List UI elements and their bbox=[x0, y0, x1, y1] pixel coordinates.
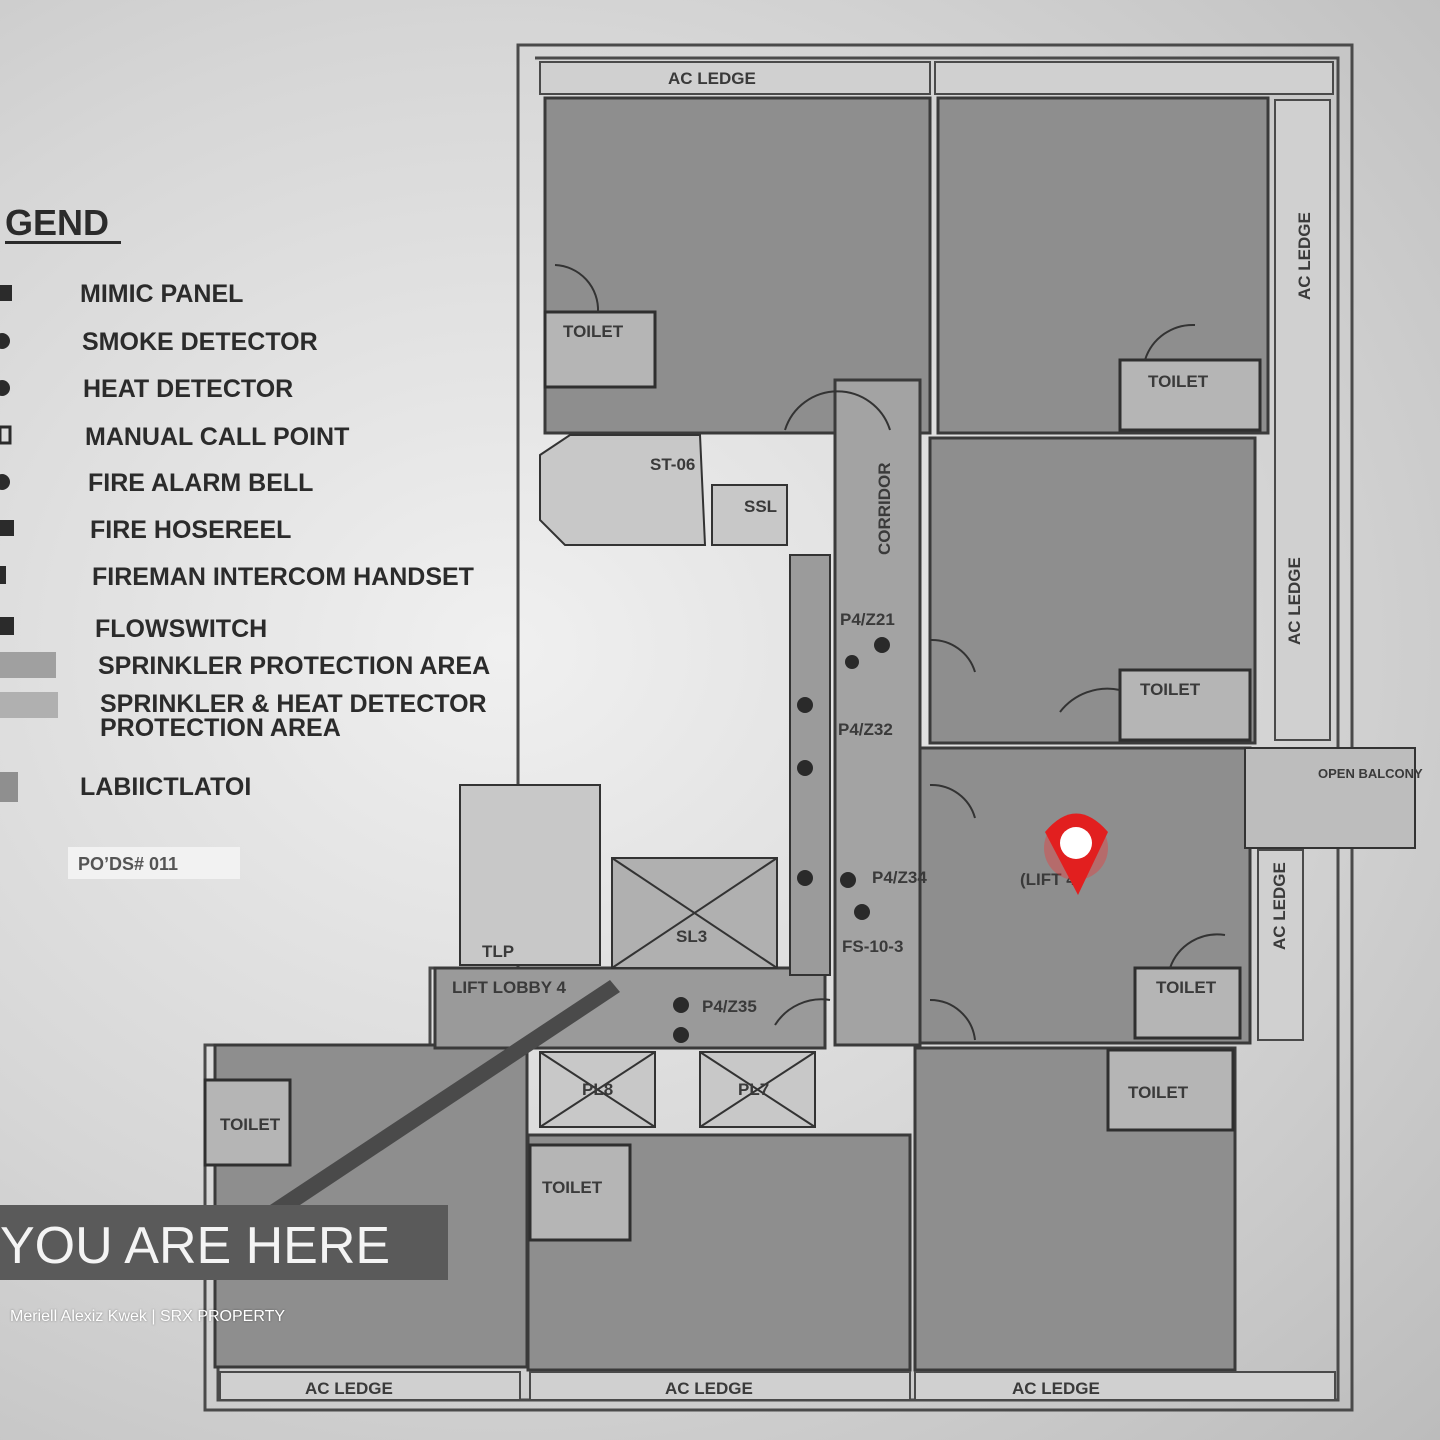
label-toilet-3: TOILET bbox=[1140, 680, 1201, 699]
door-swings bbox=[554, 264, 1226, 1041]
label-ac-ledge-right-top: AC LEDGE bbox=[1295, 212, 1314, 300]
label-pl8: PL8 bbox=[582, 1080, 613, 1099]
room-top-left bbox=[543, 96, 932, 435]
label-toilet-6: TOILET bbox=[220, 1115, 281, 1134]
legend-item-labiictlatoi: LABIICTLATOI bbox=[80, 773, 251, 801]
label-ac-ledge-right-mid: AC LEDGE bbox=[1285, 557, 1304, 645]
label-ac-ledge-bottom-center: AC LEDGE bbox=[665, 1379, 753, 1398]
lift-lobby bbox=[433, 966, 827, 1050]
legend-item-fire-hosereel: FIRE HOSEREEL bbox=[90, 516, 291, 544]
label-corridor: CORRIDOR bbox=[875, 462, 894, 555]
corridor bbox=[833, 378, 922, 1047]
label-lift-tag: (LIFT 4) bbox=[1020, 870, 1081, 889]
label-lift-lobby: LIFT LOBBY 4 bbox=[452, 978, 567, 997]
legend-item-sprinkler-heat: SPRINKLER & HEAT DETECTOR bbox=[100, 690, 487, 718]
label-toilet-7: TOILET bbox=[542, 1178, 603, 1197]
legend-item-mimic-panel: MIMIC PANEL bbox=[80, 280, 243, 308]
you-are-here-label: YOU ARE HERE bbox=[0, 1217, 390, 1275]
label-tlp: TLP bbox=[482, 942, 514, 961]
label-open-balcony: OPEN BALCONY bbox=[1318, 766, 1423, 781]
label-p4z32: P4/Z32 bbox=[838, 720, 893, 739]
you-are-here-callout: YOU ARE HERE bbox=[0, 980, 620, 1280]
label-ac-ledge-bottom-left: AC LEDGE bbox=[305, 1379, 393, 1398]
legend-item-sprinkler-area: SPRINKLER PROTECTION AREA bbox=[98, 652, 490, 680]
legend-swatches bbox=[0, 285, 58, 802]
legend-item-fire-alarm-bell: FIRE ALARM BELL bbox=[88, 469, 313, 497]
label-fs103: FS-10-3 bbox=[842, 937, 903, 956]
rooms bbox=[213, 96, 1270, 1372]
label-toilet-5: TOILET bbox=[1128, 1083, 1189, 1102]
location-marker bbox=[1044, 813, 1108, 895]
label-ac-ledge-bottom-right: AC LEDGE bbox=[1012, 1379, 1100, 1398]
legend-item-protection-area: PROTECTION AREA bbox=[100, 714, 341, 742]
plan-labels: AC LEDGE AC LEDGE AC LEDGE AC LEDGE AC L… bbox=[220, 69, 1423, 1398]
label-p4z34: P4/Z34 bbox=[872, 868, 927, 887]
label-p4z35: P4/Z35 bbox=[702, 997, 757, 1016]
label-p4z21: P4/Z21 bbox=[840, 610, 895, 629]
legend-item-manual-call-point: MANUAL CALL POINT bbox=[85, 423, 349, 451]
legend: GEND MIMIC PANEL SMOKE DETECTOR HEAT DET… bbox=[0, 202, 490, 879]
label-ac-ledge-right-low: AC LEDGE bbox=[1270, 862, 1289, 950]
label-ssl: SSL bbox=[744, 497, 777, 516]
legend-item-heat-detector: HEAT DETECTOR bbox=[83, 375, 293, 403]
legend-item-fireman-intercom: FIREMAN INTERCOM HANDSET bbox=[92, 563, 474, 591]
label-st06: ST-06 bbox=[650, 455, 695, 474]
photo-credit: Meriell Alexiz Kwek | SRX PROPERTY bbox=[10, 1308, 286, 1325]
legend-stamp: POʼDS# 011 bbox=[78, 854, 178, 874]
label-pl7: PL7 bbox=[738, 1080, 769, 1099]
label-toilet-1: TOILET bbox=[563, 322, 624, 341]
legend-item-flowswitch: FLOWSWITCH bbox=[95, 615, 267, 643]
label-toilet-4: TOILET bbox=[1156, 978, 1217, 997]
label-ac-ledge-top: AC LEDGE bbox=[668, 69, 756, 88]
legend-title: GEND bbox=[5, 202, 109, 243]
legend-item-smoke-detector: SMOKE DETECTOR bbox=[82, 328, 318, 356]
fire-devices bbox=[673, 637, 890, 1043]
toilets bbox=[203, 310, 1262, 1242]
stairs-and-shafts bbox=[459, 434, 1416, 1128]
label-sl3: SL3 bbox=[676, 927, 707, 946]
label-toilet-2: TOILET bbox=[1148, 372, 1209, 391]
ac-ledges bbox=[219, 61, 1336, 1401]
